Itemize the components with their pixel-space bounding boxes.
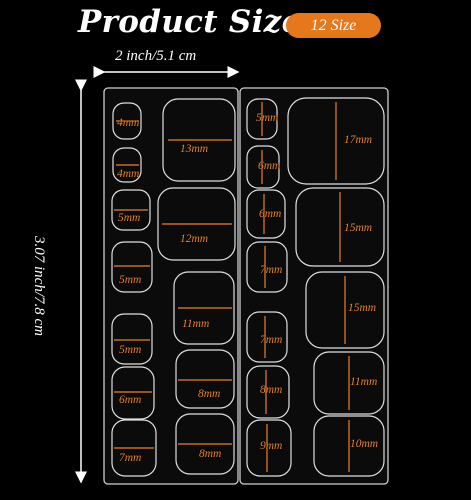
size-label: 5mm: [118, 212, 141, 224]
size-label: 4mm: [117, 117, 140, 129]
nail-tab: [246, 419, 292, 477]
size-label: 7mm: [260, 334, 283, 346]
sheet-panel-right: [239, 87, 389, 485]
nail-tab: [246, 365, 290, 419]
size-label: 15mm: [344, 222, 373, 234]
size-label: 11mm: [350, 376, 378, 388]
size-label: 7mm: [260, 264, 283, 276]
nail-tab: [162, 98, 236, 182]
nail-tab: [305, 271, 385, 349]
size-label: 6mm: [119, 394, 142, 406]
size-label: 4mm: [117, 168, 140, 180]
size-label: 9mm: [260, 440, 283, 452]
nail-tab: [175, 413, 235, 475]
nail-tab: [111, 241, 153, 293]
nail-tab: [313, 415, 385, 477]
size-label: 8mm: [199, 448, 222, 460]
nail-tab: [246, 145, 280, 189]
nail-tab: [111, 419, 157, 477]
size-label: 15mm: [348, 302, 377, 314]
size-label: 11mm: [182, 318, 210, 330]
size-label: 13mm: [180, 143, 209, 155]
nail-tab: [111, 313, 153, 365]
nail-tab: [111, 366, 155, 420]
size-label: 6mm: [258, 160, 281, 172]
size-label: 8mm: [260, 384, 283, 396]
nail-tab: [175, 349, 235, 409]
size-label: 5mm: [119, 344, 142, 356]
nail-tab: [246, 311, 288, 363]
nail-tab: [112, 147, 142, 183]
size-count-badge: 12 Size: [286, 13, 381, 38]
size-label: 7mm: [119, 452, 142, 464]
size-label: 12mm: [180, 233, 209, 245]
nail-tab: [246, 98, 278, 140]
sheet-panel-left: [103, 87, 239, 485]
size-label: 8mm: [198, 388, 221, 400]
size-label: 6mm: [259, 208, 282, 220]
width-dimension-label: 2 inch/5.1 cm: [115, 48, 197, 64]
size-label: 5mm: [256, 112, 279, 124]
nail-tab: [287, 97, 385, 185]
size-label: 17mm: [344, 134, 373, 146]
nail-tab: [173, 271, 235, 345]
nail-tab: [112, 102, 142, 140]
page-title: Product Size: [78, 4, 302, 40]
nail-tab: [246, 189, 286, 239]
nail-tab: [111, 189, 151, 231]
size-label: 5mm: [119, 274, 142, 286]
nail-tab: [295, 187, 385, 267]
nail-tab: [157, 187, 236, 261]
nail-tab: [313, 351, 385, 415]
nail-tab: [246, 241, 288, 293]
size-label: 10mm: [350, 438, 379, 450]
